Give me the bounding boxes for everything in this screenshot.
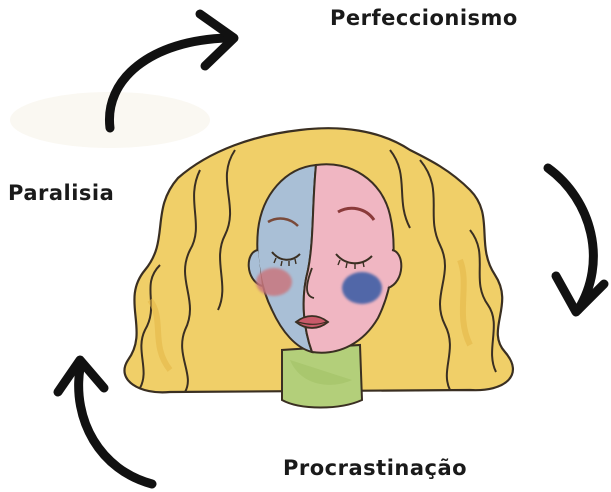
stage-label-perfeccionismo: Perfeccionismo — [330, 6, 518, 30]
right-cheek — [342, 272, 382, 304]
stage-label-paralisia: Paralisia — [8, 181, 114, 205]
stage-label-procrastinacao: Procrastinação — [283, 456, 467, 480]
neck — [282, 345, 362, 408]
arrow-perfeccionismo-to-procrastinacao — [548, 168, 604, 312]
left-cheek — [256, 268, 292, 296]
